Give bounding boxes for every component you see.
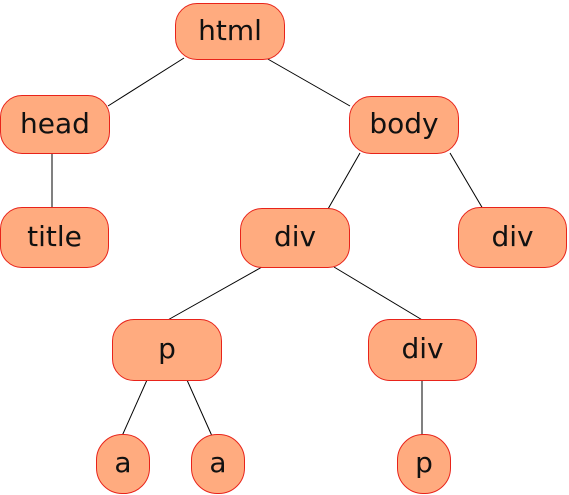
node-a-right: a: [191, 434, 245, 494]
edge-body-div-right: [449, 152, 484, 210]
node-div-inner: div: [368, 319, 477, 381]
node-head: head: [0, 95, 110, 154]
edge-p-a-right: [186, 379, 213, 437]
node-p: p: [112, 319, 222, 381]
edge-div-div: [333, 266, 425, 322]
node-html: html: [175, 3, 285, 60]
edge-html-head: [107, 57, 185, 107]
edge-div-p: [165, 266, 263, 322]
edge-html-body: [265, 57, 351, 107]
node-p-bottom: p: [397, 434, 451, 494]
node-div: div: [240, 208, 350, 268]
edge-p-a-left: [121, 379, 148, 437]
node-body: body: [349, 96, 459, 154]
node-div-right: div: [458, 207, 567, 268]
node-title: title: [0, 207, 109, 268]
node-a-left: a: [96, 434, 150, 494]
edge-body-div: [327, 152, 361, 210]
